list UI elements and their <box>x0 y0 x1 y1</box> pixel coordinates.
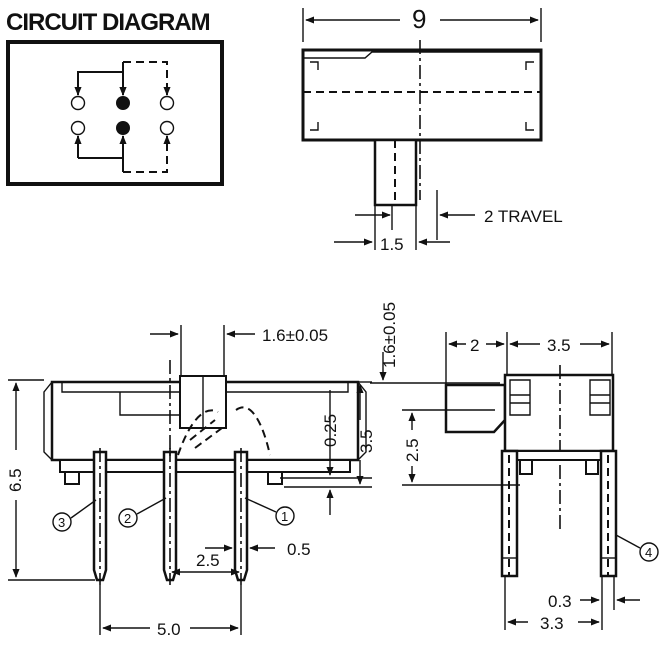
circuit-diagram-title: CIRCUIT DIAGRAM <box>6 9 210 36</box>
dim-width: 9 <box>412 4 426 34</box>
circuit-diagram: CIRCUIT DIAGRAM <box>6 9 224 186</box>
switch-body-side <box>503 373 615 453</box>
front-view: 1.6±0.05 3 2 1 <box>6 325 376 639</box>
pin-label-4: 4 <box>645 545 652 560</box>
pin-label-3: 3 <box>58 515 65 530</box>
top-view: 9 2 TRAVEL 1.5 <box>301 4 563 254</box>
contact-common <box>116 121 130 135</box>
side-view: 1.6±0.05 2 3.5 2.5 <box>370 302 659 633</box>
dim-actuator-depth: 2 <box>470 336 479 355</box>
dim-pin-offset: 1.6±0.05 <box>262 326 328 345</box>
dim-body-height: 3.5 <box>357 429 376 453</box>
contact-open <box>70 95 86 111</box>
contact-open <box>159 95 175 111</box>
link-top-solid <box>77 62 123 95</box>
switch-body-top <box>301 48 543 142</box>
contact-common <box>116 96 130 110</box>
circuit-frame <box>6 40 224 186</box>
dim-pin-thickness: 0.3 <box>548 592 572 611</box>
contact-open <box>70 120 86 136</box>
link-top-dashed <box>123 61 168 95</box>
dim-pin-width: 0.5 <box>287 540 311 559</box>
contact-open <box>159 120 175 136</box>
dim-pin-spacing: 3.3 <box>540 614 564 633</box>
dim-height-total: 6.5 <box>6 468 25 492</box>
dim-vertical-offset: 1.6±0.05 <box>380 302 399 368</box>
pin-label-2: 2 <box>124 511 131 526</box>
dim-span: 5.0 <box>157 620 181 639</box>
dim-travel: 2 TRAVEL <box>484 207 563 226</box>
dim-pitch: 2.5 <box>196 551 220 570</box>
dim-actuator-height: 2.5 <box>403 438 422 462</box>
dim-body-depth: 3.5 <box>547 336 571 355</box>
link-bottom-dashed <box>123 136 168 173</box>
dim-actuator-width: 1.5 <box>380 235 404 254</box>
dim-base-gap: 0.25 <box>321 414 340 447</box>
arrow <box>74 71 82 96</box>
pin-label-1: 1 <box>281 509 288 524</box>
